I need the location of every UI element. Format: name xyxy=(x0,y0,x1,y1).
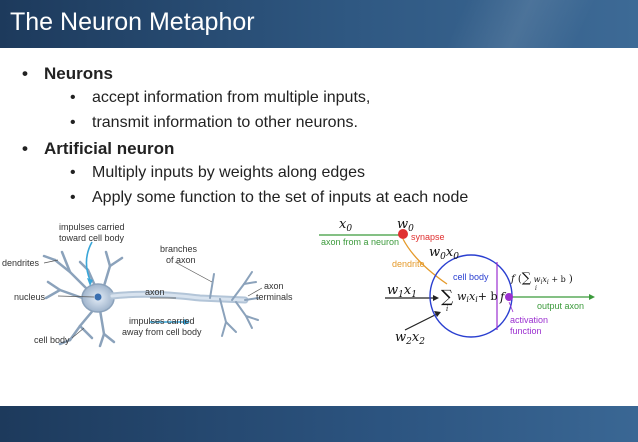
label-dendrites: dendrites xyxy=(2,258,40,268)
label-w0x0: w0x0 xyxy=(429,245,459,262)
label-activation-2: function xyxy=(510,326,542,336)
label-impulses-in-2: toward cell body xyxy=(59,233,125,243)
axon-terminal-branches xyxy=(209,271,259,337)
label-impulses-out-1: impulses carried xyxy=(129,316,195,326)
sub-bullet-transmit: • transmit information to other neurons. xyxy=(70,114,358,132)
label-nucleus: nucleus xyxy=(14,292,46,302)
label-dendrite: dendrite xyxy=(392,259,425,269)
bullet-dot: • xyxy=(22,139,28,158)
activation-sum-index: i xyxy=(535,285,537,292)
title-bar: The Neuron Metaphor xyxy=(0,0,638,48)
bullet-text: Multiply inputs by weights along edges xyxy=(92,164,366,181)
title-shine xyxy=(338,0,638,48)
label-impulses-out-2: away from cell body xyxy=(122,327,202,337)
label-axon: axon xyxy=(145,287,165,297)
footer-bar xyxy=(0,406,638,442)
label-synapse: synapse xyxy=(411,232,445,242)
nucleus-dot xyxy=(94,293,102,301)
label-w1x1: w1x1 xyxy=(387,283,417,300)
dendrite-branches xyxy=(42,250,124,348)
slide-title: The Neuron Metaphor xyxy=(10,8,255,36)
leader-lines xyxy=(43,259,263,339)
synapse-dot xyxy=(398,229,408,239)
activation-leader xyxy=(508,301,514,313)
label-activation-1: activation xyxy=(510,315,548,325)
activation-expression: f (∑ wixi + b ) xyxy=(510,271,573,286)
label-w0: w0 xyxy=(397,217,414,234)
impulse-arrows xyxy=(85,241,185,323)
bullet-dot: • xyxy=(22,64,28,83)
bullet-dot: • xyxy=(70,164,76,181)
activation-dot xyxy=(505,293,513,301)
label-axon-terminals-1: axon xyxy=(264,281,284,291)
label-branches-1: branches xyxy=(160,244,198,254)
label-cell-body-artificial: cell body xyxy=(453,272,489,282)
label-branches-2: of axon xyxy=(166,255,196,265)
sum-index: i xyxy=(446,305,448,313)
bullet-dot: • xyxy=(70,89,76,106)
bullet-neurons: • Neurons xyxy=(22,64,113,84)
dendrite-line xyxy=(402,238,448,285)
label-output-axon: output axon xyxy=(537,301,584,311)
f-label: f xyxy=(499,290,507,304)
label-axon-terminals-2: terminals xyxy=(256,292,293,302)
label-w2x2: w2x2 xyxy=(395,330,425,347)
sub-bullet-accept: • accept information from multiple inputs… xyxy=(70,89,370,107)
label-cell-body: cell body xyxy=(34,335,70,345)
bullet-dot: • xyxy=(70,189,76,206)
bullet-text: accept information from multiple inputs, xyxy=(92,89,371,106)
artificial-neuron-diagram: x0 w0 synapse axon from a neuron w0x0 de… xyxy=(319,217,595,347)
input-line-x2 xyxy=(404,313,438,331)
label-x0: x0 xyxy=(339,217,352,234)
bullet-dot: • xyxy=(70,114,76,131)
label-impulses-in-1: impulses carried xyxy=(59,222,125,232)
sum-expression: wixi+ b xyxy=(457,290,498,304)
label-axon-from-neuron: axon from a neuron xyxy=(321,237,399,247)
bullet-artificial-neuron: • Artificial neuron xyxy=(22,139,174,159)
bullet-text: Neurons xyxy=(44,64,113,83)
sigma-glyph: ∑ xyxy=(441,287,453,307)
bullet-text: transmit information to other neurons. xyxy=(92,114,358,131)
biological-neuron-diagram: impulses carried toward cell body branch… xyxy=(2,222,293,348)
sub-bullet-apply: • Apply some function to the set of input… xyxy=(70,189,468,207)
sub-bullet-multiply: • Multiply inputs by weights along edges xyxy=(70,164,365,182)
bullet-text: Artificial neuron xyxy=(44,139,175,158)
bullet-text: Apply some function to the set of inputs… xyxy=(92,189,469,206)
